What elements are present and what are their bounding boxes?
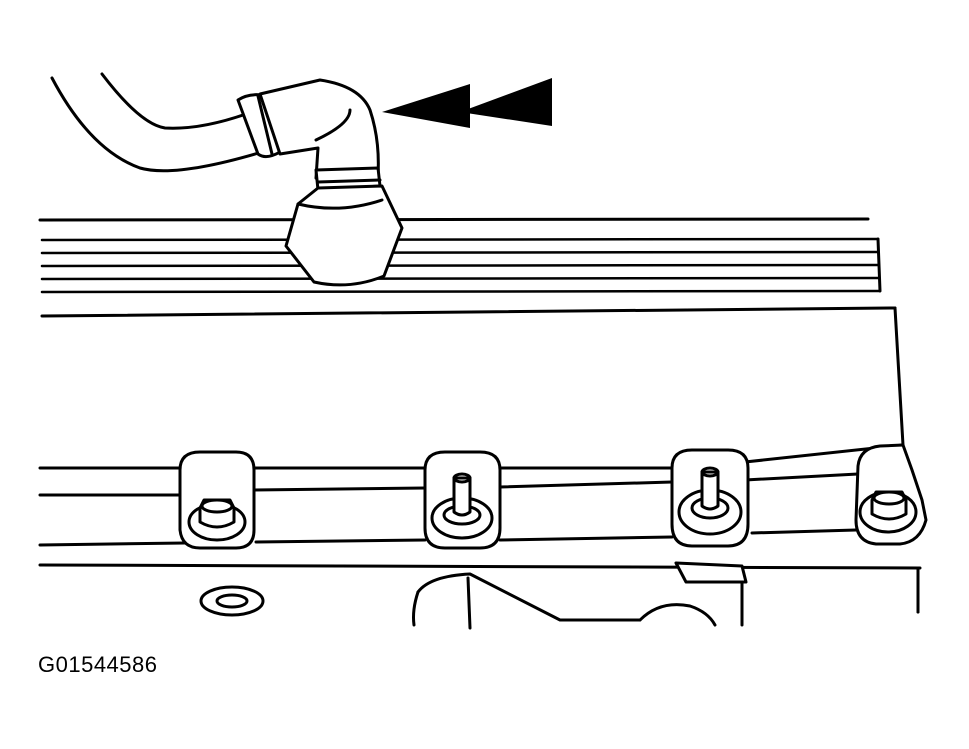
pcv-hose bbox=[50, 72, 282, 173]
seal-ring bbox=[199, 585, 265, 617]
bolt-boss-2 bbox=[423, 450, 502, 550]
bolt-boss-3 bbox=[670, 448, 750, 548]
bolt-boss-4 bbox=[854, 443, 928, 546]
bolt-boss-1 bbox=[178, 450, 256, 550]
valve-cover-ribs bbox=[38, 217, 905, 447]
cylinder-head-detail bbox=[199, 561, 920, 630]
arrow-icon bbox=[382, 78, 552, 128]
figure-id-label: G01544586 bbox=[38, 652, 158, 677]
pcv-valve[interactable] bbox=[258, 78, 404, 287]
valve-cover-flange bbox=[38, 443, 922, 614]
